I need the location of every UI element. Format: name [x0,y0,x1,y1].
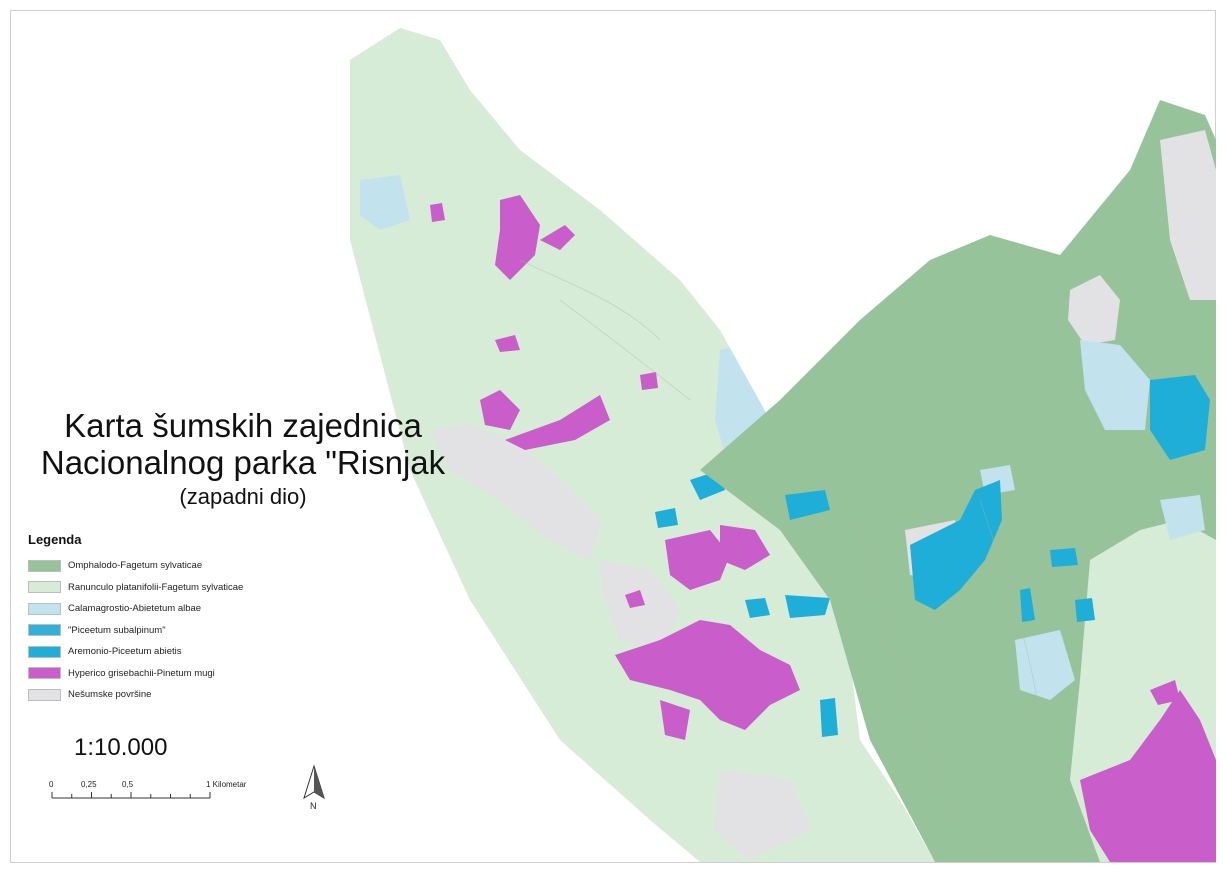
legend-label: "Piceetum subalpinum" [68,624,166,636]
scale-tick-label: 0,25 [81,780,97,789]
piceetum-patch [910,480,1002,610]
legend-item: Aremonio-Piceetum abietis [28,641,243,663]
legend-label: Omphalodo-Fagetum sylvaticae [68,560,203,572]
pinetum-mugi-patch [505,395,610,450]
piceetum-patch [655,508,678,528]
piceetum-patch [820,698,838,737]
piceetum-patch [745,598,770,618]
contour-lines [519,259,1041,863]
non-forest-patch [715,770,810,860]
non-forest-patch [1068,275,1120,345]
legend-swatch [28,667,61,680]
legend-item: Ranunculo platanifolii-Fagetum sylvatica… [28,577,243,599]
legend-label: Calamagrostio-Abietetum albae [68,603,202,615]
legend-label: Aremonio-Piceetum abietis [68,646,182,658]
legend-swatch [28,688,61,701]
piceetum-patch [1050,548,1078,567]
pinetum-mugi-patch [625,590,645,608]
pinetum-mugi-patch [1150,680,1180,705]
legend-swatch [28,645,61,658]
pinetum-mugi-patch [660,700,690,740]
piceetum-patch [785,490,830,520]
legend-heading: Legenda [28,532,82,547]
legend-swatch [28,581,61,594]
scale-tick-label: 0 [49,780,54,789]
pinetum-mugi-patch [430,203,445,222]
legend-label: Hyperico grisebachii-Pinetum mugi [68,667,215,679]
non-forest-patch [430,425,600,560]
scale-minor-ticks [51,792,211,798]
legend-swatch [28,624,61,637]
pinetum-mugi-patch [665,530,730,590]
title-line-2: Nacionalnog parka "Risnjak [40,443,446,481]
pinetum-mugi-patch [495,195,540,280]
north-label: N [310,801,317,811]
pinetum-mugi-patch [1080,690,1216,862]
calamagrostio-zone [360,175,410,230]
legend-swatch [28,602,61,615]
piceetum-patch [785,595,830,618]
scale-bar: 0 0,25 0,5 1 Kilometar [49,780,247,799]
scale-tick-label: 1 Kilometar [206,780,247,789]
legend-item: "Piceetum subalpinum" [28,620,243,642]
legend-item: Hyperico grisebachii-Pinetum mugi [28,663,243,685]
legend-label: Nešumske površine [68,689,152,701]
non-forest-patch [1160,130,1216,300]
north-arrow-icon: N [303,764,325,811]
pinetum-mugi-patch [540,225,575,250]
piceetum-patch [1075,598,1095,622]
legend-label: Ranunculo platanifolii-Fagetum sylvatica… [68,581,244,593]
legend-item: Calamagrostio-Abietetum albae [28,598,243,620]
piceetum-patch [1150,375,1210,460]
north-arrow-half [314,766,324,798]
legend-item: Omphalodo-Fagetum sylvaticae [28,555,243,577]
scale-ratio: 1:10.000 [74,734,168,761]
title-line-1: Karta šumskih zajednica [64,407,422,444]
scale-tick-label: 0,5 [122,780,134,789]
calamagrostio-zone [1015,630,1075,700]
east-zone [700,100,1216,862]
piceetum-patch [1020,588,1035,622]
pinetum-mugi-patch [720,525,770,570]
map-title: Karta šumskih zajednica Nacionalnog park… [8,407,478,510]
pinetum-mugi-patch [615,620,800,730]
calamagrostio-zone [1160,495,1205,540]
title-line-3: (zapadni dio) [179,483,307,509]
pinetum-mugi-patch [640,372,658,390]
calamagrostio-zone [1080,340,1150,430]
pinetum-mugi-patch [480,390,520,430]
legend-swatch [28,559,61,572]
legend-item: Nešumske površine [28,684,243,706]
ranunculo-fagetum-zone [350,28,935,862]
pinetum-mugi-patch [495,335,520,352]
